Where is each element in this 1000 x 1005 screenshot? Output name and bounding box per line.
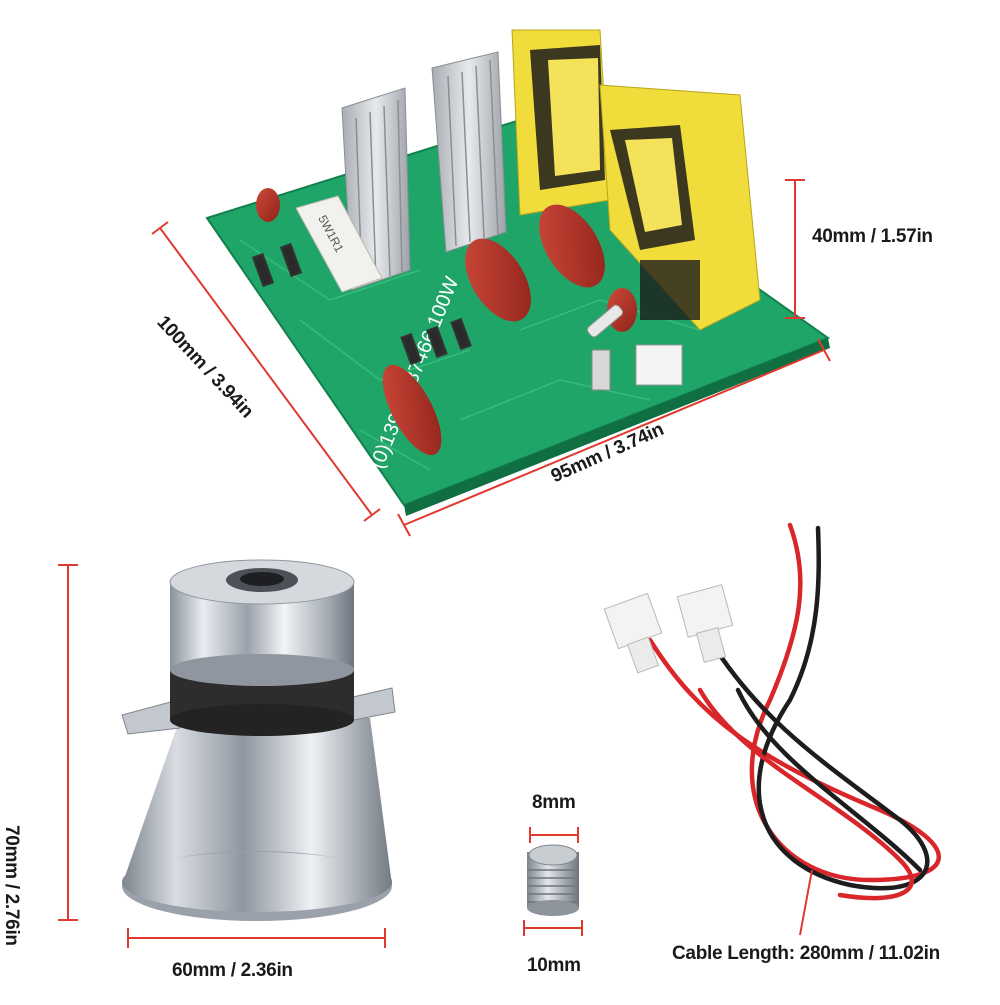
heatsink-right (431, 51, 507, 253)
bolt-bottom-label: 10mm (527, 955, 581, 976)
bolt-top-label: 8mm (532, 792, 576, 813)
transformer-front (599, 84, 761, 331)
transducer-width-label: 60mm / 2.36in (172, 960, 293, 981)
capacitor (539, 204, 605, 288)
transducer-height-label: 70mm / 2.76in (1, 825, 22, 946)
fuse-holder (586, 304, 624, 391)
cable-length-label: Cable Length: 280mm / 11.02in (672, 943, 940, 964)
cable (603, 522, 941, 901)
dimension-lines (58, 179, 831, 948)
capacitor (256, 188, 280, 222)
white-connector (635, 344, 683, 386)
transformer-rear (511, 29, 611, 216)
diodes (251, 242, 472, 366)
bolt (527, 844, 579, 916)
capacitor (465, 238, 531, 322)
board-height-label: 40mm / 1.57in (812, 226, 933, 247)
capacitor (382, 364, 442, 456)
power-resistor: 5W1R1 (295, 195, 383, 293)
ultrasonic-transducer (121, 559, 396, 921)
